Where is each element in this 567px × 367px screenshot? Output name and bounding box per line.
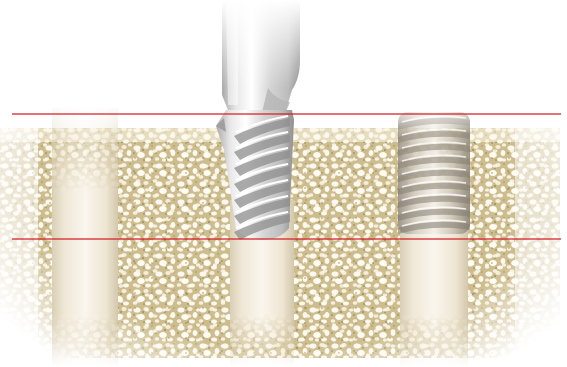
implant-thread [398,112,470,234]
right-haze [515,120,567,367]
osteotomy-channel-left [52,108,118,367]
left-haze [0,120,38,367]
